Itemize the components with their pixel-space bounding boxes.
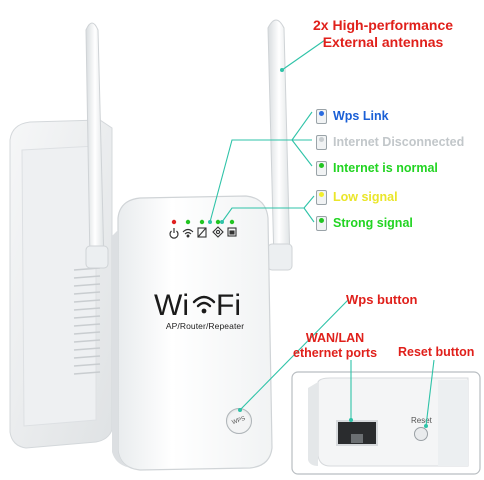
legend-label-low-signal: Low signal [333,190,398,204]
power-led [171,219,177,225]
lan-icon [227,227,237,237]
svg-text:Fi: Fi [216,289,241,320]
internet-disconnected-icon [316,134,327,150]
device-front-body [112,195,273,471]
wifi-led [185,219,191,225]
antennas-callout-line2: External antennas [322,34,444,50]
wps-icon [212,226,224,238]
strong-signal-icon [316,215,327,231]
wps-button-callout: Wps button [346,292,418,307]
led-status-legend: Wps Link Internet Disconnected Internet … [316,103,482,236]
wifi-logo-mark: Wi Fi [154,289,241,320]
left-antenna [85,22,109,269]
reset-pinhole[interactable] [414,427,428,441]
svg-text:Wi: Wi [154,289,189,320]
reset-label: Reset [411,416,432,425]
power-icon [169,228,179,239]
device-back-plate [9,119,113,449]
device-wps-button[interactable]: WPS [226,408,252,434]
wps-led [215,219,221,225]
legend-item-internet-disconnected: Internet Disconnected [316,129,482,155]
wifi-icon [182,228,194,238]
led-indicators [171,219,235,225]
antennas-callout: 2x High-performance External antennas [313,17,453,51]
right-antenna [267,19,293,271]
legend-label-internet-disconnected: Internet Disconnected [333,135,465,149]
legend-item-low-signal: Low signal [316,184,482,210]
internet-normal-icon [316,160,327,176]
ports-callout-line1: WAN/LAN [305,331,365,345]
ports-callout: WAN/LAN ethernet ports [293,331,377,361]
device-subtitle: AP/Router/Repeater [165,321,245,331]
wps-link-icon [316,108,327,124]
legend-label-internet-normal: Internet is normal [333,161,438,175]
low-signal-icon [316,189,327,205]
ethernet-port [336,420,378,446]
legend-item-wps-link: Wps Link [316,103,482,129]
device-led-panel [168,218,244,254]
reset-button-callout: Reset button [398,345,475,359]
legend-label-strong-signal: Strong signal [333,216,413,230]
lan-led [229,219,235,225]
legend-label-wps-link: Wps Link [333,109,389,123]
ports-callout-line2: ethernet ports [293,346,378,360]
antennas-callout-line1: 2x High-performance [313,17,454,33]
legend-item-internet-normal: Internet is normal [316,155,482,181]
port-latch [351,434,363,443]
signal-icon [197,227,207,238]
legend-item-strong-signal: Strong signal [316,210,482,236]
signal-led [199,219,205,225]
wifi-logo: Wi Fi AP/Router/Repeater [150,284,260,344]
